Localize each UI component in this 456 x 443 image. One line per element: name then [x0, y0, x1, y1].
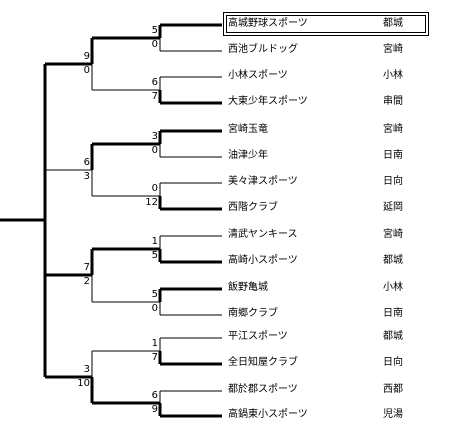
team-name: 清武ヤンキース: [228, 229, 298, 240]
team-name: 西池ブルドッグ: [228, 44, 298, 55]
team-region: 串間: [383, 96, 403, 107]
match-score: 10: [77, 378, 90, 389]
match-score: 7: [151, 91, 158, 102]
team-name: 全日知屋クラブ: [228, 357, 298, 368]
match-score: 6: [151, 390, 158, 401]
match-score: 1: [151, 338, 158, 349]
team-region: 宮崎: [383, 44, 403, 55]
match-score: 6: [83, 157, 90, 168]
team-region: 日南: [383, 150, 403, 161]
match-score: 0: [83, 65, 90, 76]
team-name: 都於郡スポーツ: [228, 384, 298, 395]
team-region: 都城: [383, 255, 403, 266]
team-region: 西都: [383, 384, 403, 395]
team-name: 平江スポーツ: [228, 331, 288, 342]
match-score: 5: [151, 289, 158, 300]
team-region: 小林: [383, 70, 403, 81]
team-region: 小林: [383, 282, 403, 293]
team-name: 高城野球スポーツ: [228, 18, 308, 29]
team-name: 西階クラブ: [228, 202, 278, 213]
team-name: 小林スポーツ: [228, 70, 288, 81]
match-score: 7: [83, 262, 90, 273]
team-name: 飯野亀城: [228, 282, 268, 293]
match-score: 3: [83, 171, 90, 182]
match-score: 1: [151, 236, 158, 247]
match-score: 3: [151, 131, 158, 142]
match-score: 9: [83, 51, 90, 62]
match-score: 0: [151, 39, 158, 50]
match-score: 7: [151, 352, 158, 363]
match-score: 0: [151, 183, 158, 194]
team-region: 宮崎: [383, 124, 403, 135]
match-score: 5: [151, 25, 158, 36]
match-score: 12: [145, 197, 158, 208]
team-region: 日向: [383, 357, 403, 368]
team-region: 児湯: [383, 409, 403, 420]
team-region: 日向: [383, 176, 403, 187]
team-name: 宮崎玉竜: [228, 124, 268, 135]
team-region: 日南: [383, 308, 403, 319]
match-score: 3: [83, 364, 90, 375]
team-name: 大東少年スポーツ: [228, 96, 308, 107]
match-score: 0: [151, 303, 158, 314]
match-score: 5: [151, 250, 158, 261]
match-score: 6: [151, 77, 158, 88]
team-name: 美々津スポーツ: [228, 176, 298, 187]
match-score: 2: [83, 276, 90, 287]
team-region: 延岡: [383, 202, 403, 213]
team-region: 都城: [383, 18, 403, 29]
team-name: 高崎小スポーツ: [228, 255, 298, 266]
team-region: 宮崎: [383, 229, 403, 240]
team-name: 南郷クラブ: [228, 308, 278, 319]
match-score: 0: [151, 145, 158, 156]
champion-highlight-box: [223, 12, 429, 36]
team-name: 高鍋東小スポーツ: [228, 409, 308, 420]
team-name: 油津少年: [228, 150, 268, 161]
match-score: 9: [151, 404, 158, 415]
team-region: 都城: [383, 331, 403, 342]
